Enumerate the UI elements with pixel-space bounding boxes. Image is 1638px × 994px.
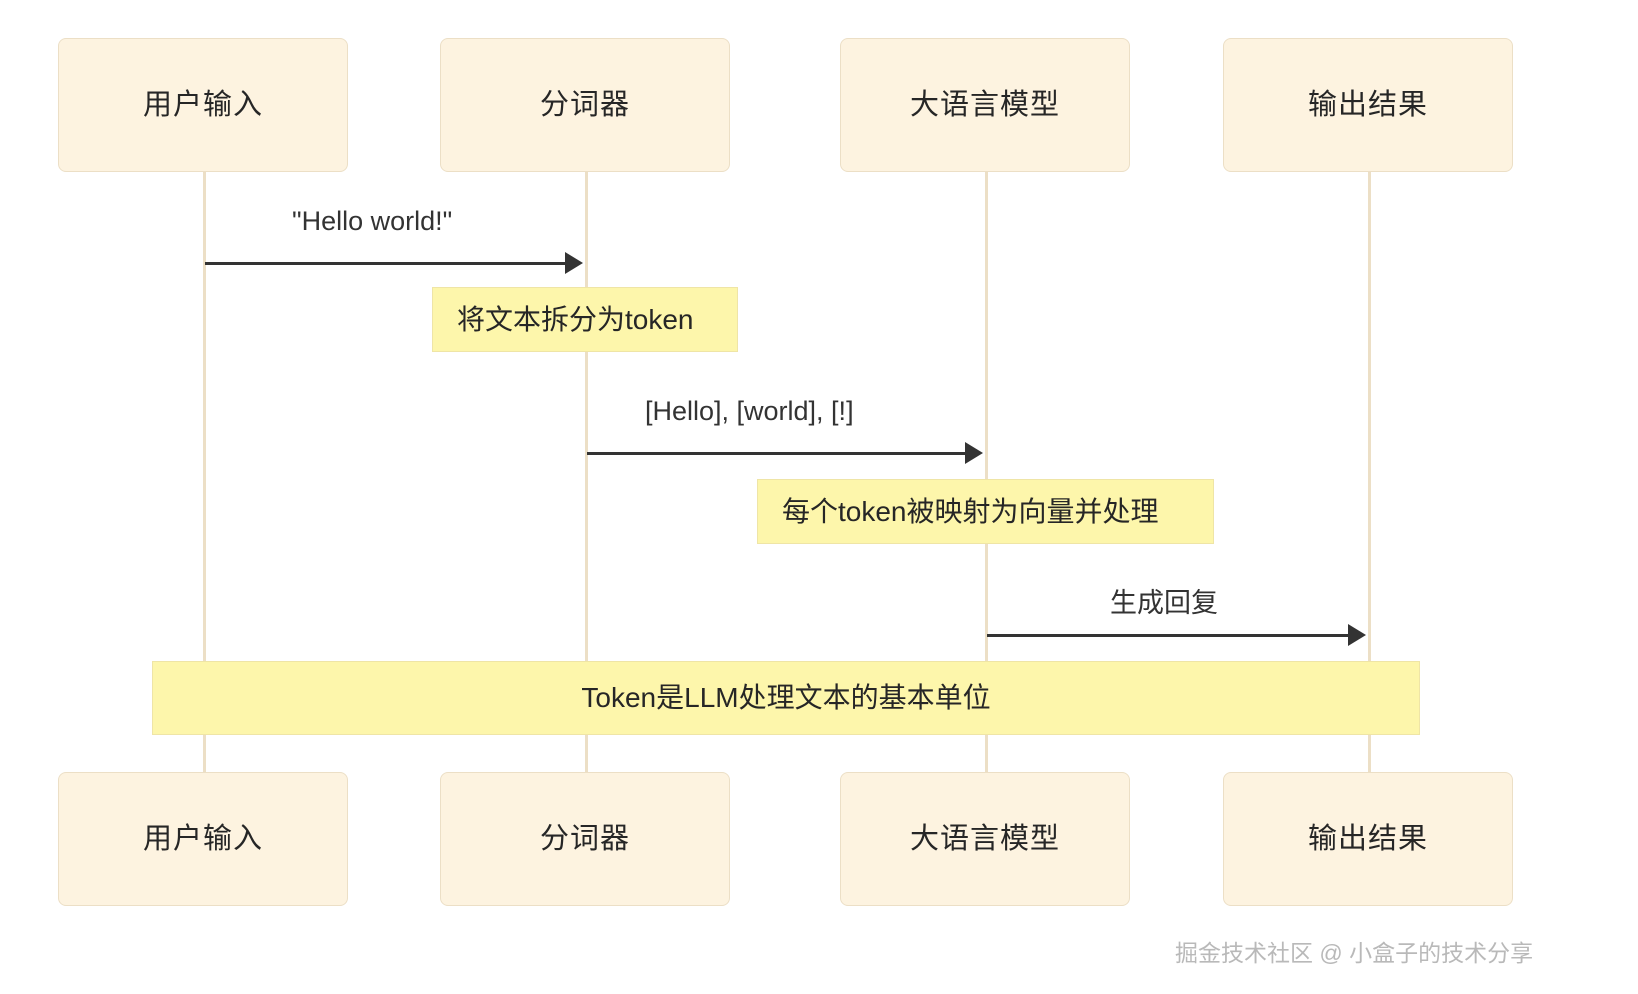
message-label-3: 生成回复 xyxy=(1110,588,1218,618)
message-line-1 xyxy=(205,262,565,265)
lifeline-output xyxy=(1368,172,1371,772)
lifeline-user-input xyxy=(203,172,206,772)
participant-box-bottom-output[interactable]: 输出结果 xyxy=(1223,772,1513,906)
participant-label-user-input: 用户输入 xyxy=(142,88,263,121)
lifeline-llm xyxy=(985,172,988,772)
note-box-3: Token是LLM处理文本的基本单位 xyxy=(152,661,1420,735)
participant-box-llm[interactable]: 大语言模型 xyxy=(840,38,1130,172)
participant-box-bottom-llm[interactable]: 大语言模型 xyxy=(840,772,1130,906)
participant-box-output[interactable]: 输出结果 xyxy=(1223,38,1513,172)
participant-label-output: 输出结果 xyxy=(1307,88,1428,121)
participant-box-bottom-user-input[interactable]: 用户输入 xyxy=(58,772,348,906)
note-label-2: 每个token被映射为向量并处理 xyxy=(782,495,1159,527)
message-label-2: [Hello], [world], [!] xyxy=(645,396,854,426)
participant-box-tokenizer[interactable]: 分词器 xyxy=(440,38,730,172)
message-line-3 xyxy=(987,634,1348,637)
participant-box-user-input[interactable]: 用户输入 xyxy=(58,38,348,172)
message-line-2 xyxy=(587,452,965,455)
message-label-1: "Hello world!" xyxy=(292,206,453,236)
participant-box-bottom-tokenizer[interactable]: 分词器 xyxy=(440,772,730,906)
lifeline-tokenizer xyxy=(585,172,588,772)
note-label-1: 将文本拆分为token xyxy=(457,303,694,335)
note-box-2: 每个token被映射为向量并处理 xyxy=(757,479,1214,544)
message-arrowhead-3-icon xyxy=(1348,624,1366,646)
participant-label-bottom-tokenizer: 分词器 xyxy=(539,822,630,855)
participant-label-bottom-output: 输出结果 xyxy=(1307,822,1428,855)
participant-label-bottom-llm: 大语言模型 xyxy=(909,822,1060,855)
participant-label-bottom-user-input: 用户输入 xyxy=(142,822,263,855)
note-label-3: Token是LLM处理文本的基本单位 xyxy=(581,682,991,713)
message-arrowhead-2-icon xyxy=(965,442,983,464)
participant-label-llm: 大语言模型 xyxy=(909,88,1060,121)
note-box-1: 将文本拆分为token xyxy=(432,287,738,352)
watermark-text: 掘金技术社区 @ 小盒子的技术分享 xyxy=(1175,940,1534,966)
message-arrowhead-1-icon xyxy=(565,252,583,274)
participant-label-tokenizer: 分词器 xyxy=(539,88,630,121)
